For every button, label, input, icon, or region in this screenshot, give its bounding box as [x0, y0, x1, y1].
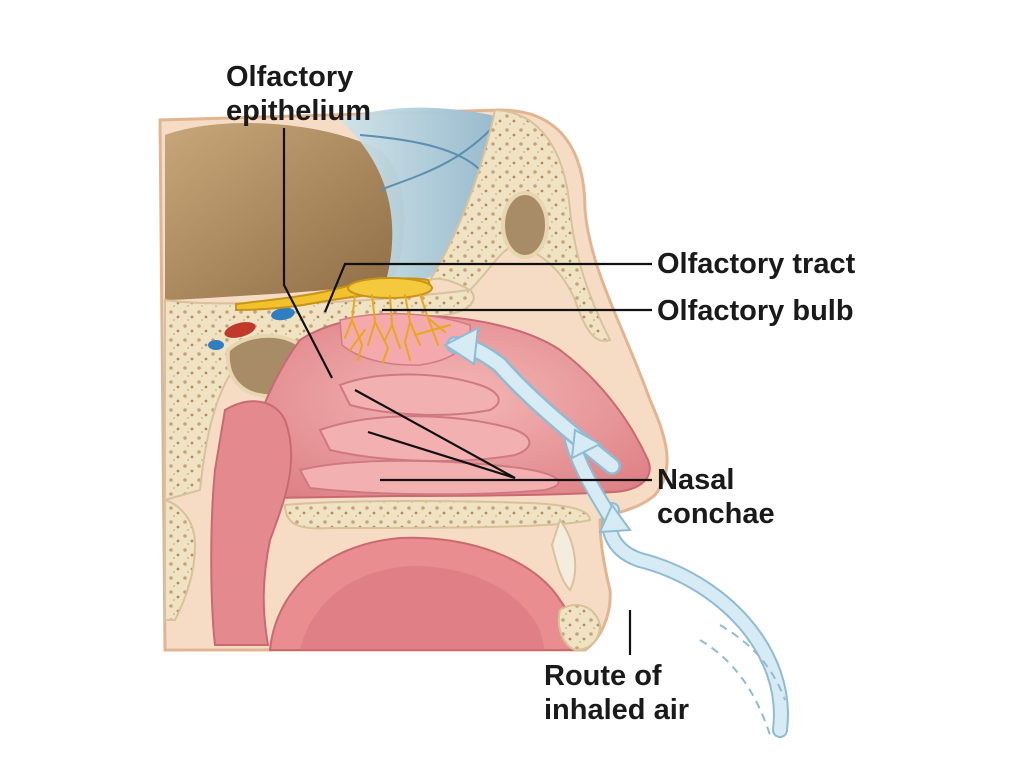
frontal-sinus [501, 191, 549, 259]
label-nasal-conchae: Nasal conchae [657, 463, 775, 531]
leader-conchae-mid [367, 430, 516, 480]
membrane-vessel [379, 129, 491, 191]
leader-epithelium [282, 128, 333, 379]
inferior-concha [298, 459, 560, 496]
middle-concha [318, 415, 531, 463]
label-route-of-inhaled-air: Route of inhaled air [544, 659, 689, 727]
air-arrowhead [443, 326, 480, 366]
leader-tract [323, 262, 652, 313]
leader-lines [282, 128, 652, 655]
label-olfactory-tract: Olfactory tract [657, 248, 856, 280]
air-arrowhead [598, 503, 632, 534]
hard-palate [283, 499, 592, 530]
label-olfactory-bulb: Olfactory bulb [657, 295, 854, 327]
lower-jaw [557, 604, 602, 652]
label-line: conchae [657, 498, 775, 530]
blue-vessel [271, 307, 295, 321]
leader-conchae-top [354, 389, 516, 479]
tongue-muscle [300, 565, 545, 650]
label-line: Olfactory [226, 61, 354, 93]
upper-teeth [550, 517, 577, 592]
membrane-vessel [359, 134, 481, 171]
label-line: epithelium [226, 95, 372, 127]
air-arrowhead [570, 428, 603, 460]
pharynx-wall [210, 400, 293, 646]
label-line: Route of [544, 660, 662, 692]
label-line: Nasal [657, 464, 735, 496]
vertebra [164, 498, 197, 621]
air-route [443, 326, 789, 738]
label-olfactory-epithelium: Olfactory epithelium [226, 60, 371, 128]
label-line: inhaled air [544, 694, 690, 726]
red-vessel [224, 322, 256, 338]
blue-vessel [208, 340, 224, 350]
olfactory-nerve-fibers [344, 293, 451, 363]
